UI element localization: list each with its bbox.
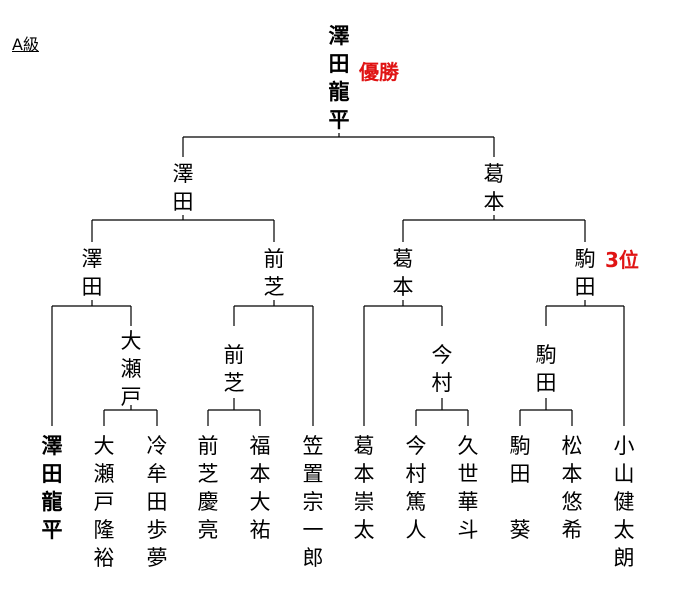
player-name: 福 本 大 祐 <box>249 434 271 542</box>
player-name: 冷 牟 田 歩 夢 <box>146 434 168 570</box>
bracket-title: A級 <box>12 35 39 54</box>
quarterfinal-name: 前 芝 <box>223 343 245 395</box>
champion-name: 澤 田 龍 平 <box>328 24 350 132</box>
player-name: 大 瀬 戸 隆 裕 <box>93 434 115 570</box>
semifinal-name: 澤 田 <box>81 247 103 299</box>
quarterfinal-name: 今 村 <box>431 343 453 395</box>
player-name: 笠 置 宗 一 郎 <box>302 434 324 570</box>
final-left-name: 澤 田 <box>172 162 194 214</box>
player-name: 澤 田 龍 平 <box>41 434 63 542</box>
player-name: 前 芝 慶 亮 <box>197 434 219 542</box>
champion-label: 優勝 <box>359 60 399 84</box>
final-right-name: 葛 本 <box>483 162 505 214</box>
quarterfinal-name: 駒 田 <box>535 343 557 395</box>
player-name: 今 村 篤 人 <box>405 434 427 542</box>
semifinal-name: 駒 田 <box>574 247 596 299</box>
player-name: 久 世 華 斗 <box>457 434 479 542</box>
quarterfinal-name: 大 瀬 戸 <box>120 329 142 409</box>
player-name: 葛 本 崇 太 <box>353 434 375 542</box>
player-name: 駒 田 葵 <box>509 434 531 542</box>
third-place-label: 3位 <box>605 248 639 272</box>
player-name: 松 本 悠 希 <box>561 434 583 542</box>
player-name: 小 山 健 太 朗 <box>613 434 635 570</box>
semifinal-name: 前 芝 <box>263 247 285 299</box>
semifinal-name: 葛 本 <box>392 247 414 299</box>
